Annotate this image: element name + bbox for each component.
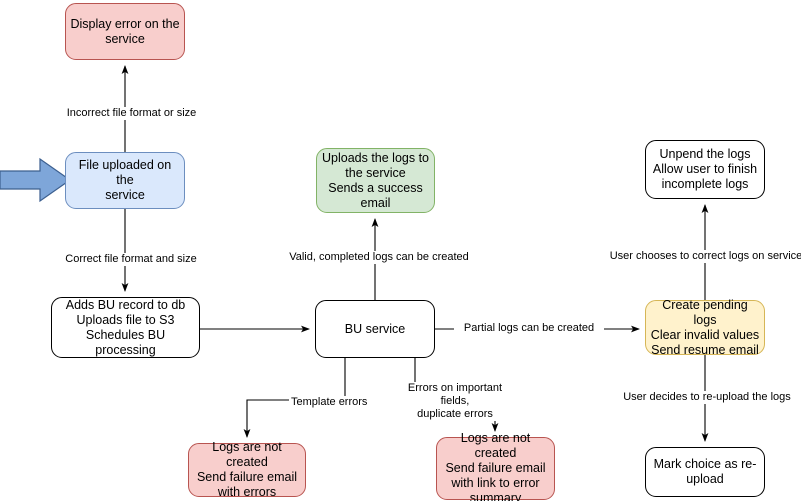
edge-label-incorrect-format: Incorrect file format or size [57, 107, 206, 120]
node-logs-not-created-errors[interactable]: Logs are not created Send failure email … [188, 440, 306, 499]
node-create-pending-logs[interactable]: Create pending logs Clear invalid values… [645, 298, 765, 357]
node-uploads-logs-success[interactable]: Uploads the logs to the service Sends a … [316, 148, 435, 213]
node-file-uploaded[interactable]: File uploaded on the service [65, 152, 185, 209]
edge-label-partial-logs: Partial logs can be created [454, 322, 604, 335]
node-display-error[interactable]: Display error on the service [65, 3, 185, 60]
node-bu-service[interactable]: BU service [315, 300, 435, 358]
node-adds-bu-record[interactable]: Adds BU record to db Uploads file to S3 … [51, 297, 200, 358]
entry-arrow-icon [0, 157, 72, 203]
node-logs-not-created-summary[interactable]: Logs are not created Send failure email … [436, 431, 555, 501]
edge-label-important-errors: Errors on important fields, duplicate er… [392, 382, 518, 421]
edge-label-user-corrects: User chooses to correct logs on service [607, 250, 801, 263]
edge-label-correct-format: Correct file format and size [55, 253, 207, 266]
edge-label-template-errors: Template errors [289, 396, 377, 409]
edge-label-valid-logs: Valid, completed logs can be created [282, 251, 476, 264]
node-unpend-logs[interactable]: Unpend the logs Allow user to finish inc… [645, 140, 765, 199]
node-mark-choice[interactable]: Mark choice as re- upload [645, 447, 765, 497]
edge-label-user-reuploads: User decides to re-upload the logs [616, 391, 798, 404]
